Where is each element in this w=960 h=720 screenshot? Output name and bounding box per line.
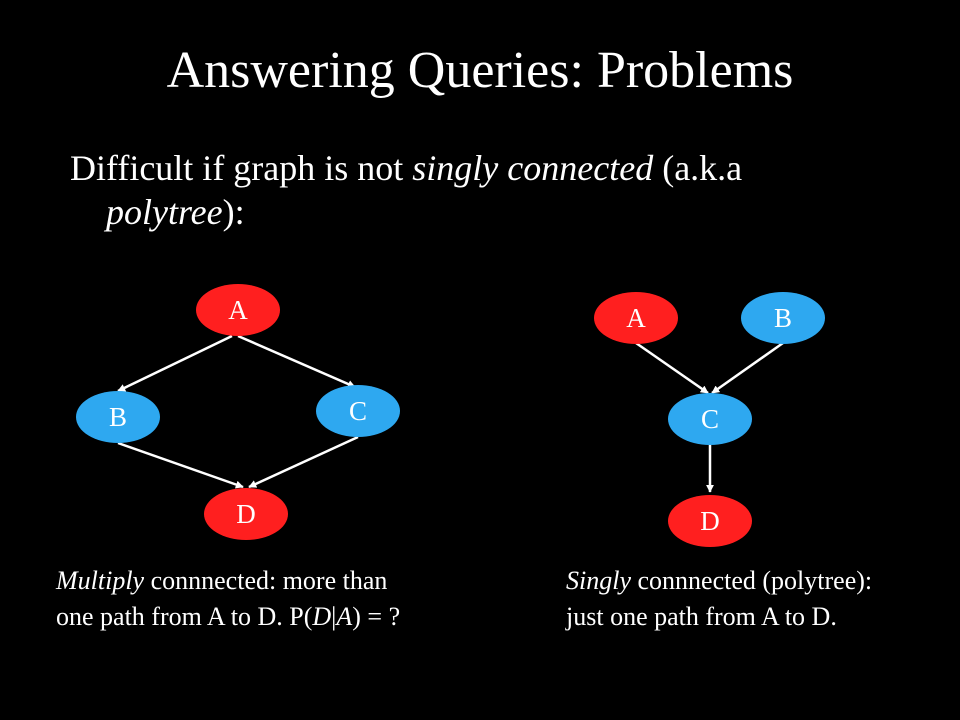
- left-edge-a-c: [237, 334, 356, 389]
- left-edge-a-b: [117, 334, 233, 393]
- right-node-b: B: [741, 292, 825, 344]
- right-node-c: C: [668, 393, 752, 445]
- bullet-line2: polytree):: [70, 190, 930, 234]
- right-graph-caption: Singly connnected (polytree): just one p…: [566, 563, 872, 635]
- left-node-a: A: [196, 284, 280, 336]
- left-graph-edges: [117, 334, 359, 489]
- left-caption-line2: one path from A to D. P(D|A) = ?: [56, 599, 400, 635]
- left-caption-line2-a: one path from A to D. P(: [56, 602, 313, 631]
- right-caption-emph: Singly: [566, 566, 631, 595]
- left-node-c-label: C: [349, 396, 367, 426]
- left-caption-line1: Multiply connnected: more than: [56, 563, 400, 599]
- left-node-b: B: [76, 391, 160, 443]
- right-node-c-label: C: [701, 404, 719, 434]
- left-node-d-label: D: [236, 499, 256, 529]
- right-node-a: A: [594, 292, 678, 344]
- left-graph-caption: Multiply connnected: more than one path …: [56, 563, 400, 635]
- bullet-emph-polytree: polytree: [106, 192, 223, 232]
- left-node-c: C: [316, 385, 400, 437]
- right-caption-line1-rest: connnected (polytree):: [631, 566, 873, 595]
- bullet-text: Difficult if graph is not singly connect…: [70, 146, 930, 234]
- bullet-suffix: ):: [222, 192, 245, 232]
- right-graph-edges: [635, 341, 784, 493]
- bullet-middle: (a.k.a: [653, 148, 743, 188]
- left-edge-c-d: [248, 435, 359, 489]
- right-node-d-label: D: [700, 506, 720, 536]
- left-node-b-label: B: [109, 402, 127, 432]
- left-edge-b-d: [117, 441, 244, 489]
- left-caption-bar: |: [331, 602, 337, 631]
- left-node-d: D: [204, 488, 288, 540]
- right-node-d: D: [668, 495, 752, 547]
- bullet-emph-singly-connected: singly connected: [412, 148, 654, 188]
- left-node-a-label: A: [228, 295, 248, 325]
- left-caption-line2-b: ) = ?: [352, 602, 401, 631]
- left-caption-var-d: D: [312, 602, 332, 631]
- right-caption-line2: just one path from A to D.: [566, 602, 837, 631]
- slide-title: Answering Queries: Problems: [166, 42, 794, 99]
- left-caption-line1-rest: connnected: more than: [144, 566, 388, 595]
- right-edge-a-c: [635, 341, 709, 395]
- right-caption-line1: Singly connnected (polytree):: [566, 563, 872, 599]
- left-caption-emph: Multiply: [56, 566, 145, 595]
- left-caption-var-a: A: [336, 602, 353, 631]
- right-edge-b-c: [711, 341, 784, 395]
- right-node-b-label: B: [774, 303, 792, 333]
- bullet-prefix: Difficult if graph is not: [70, 148, 413, 188]
- right-node-a-label: A: [626, 303, 646, 333]
